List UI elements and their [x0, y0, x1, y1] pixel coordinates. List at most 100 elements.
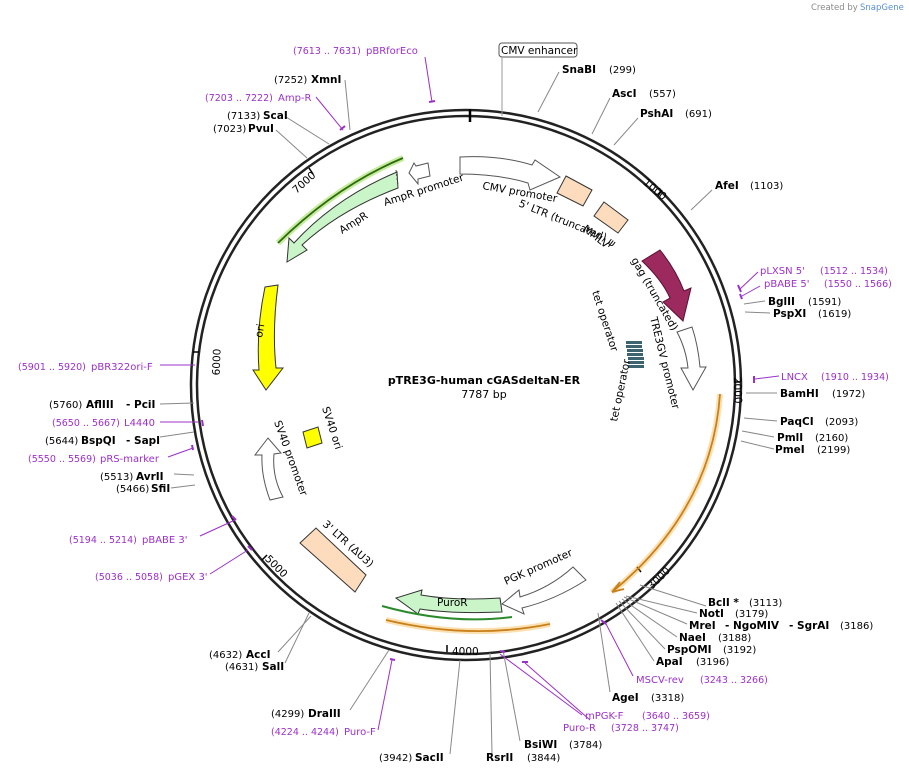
site-bsiwi-pos: (3784) — [569, 740, 602, 751]
site-pspomi: PspOMI — [667, 644, 712, 656]
tet-operator-label-1: tet operator — [589, 289, 620, 353]
primer-plxsn5: pLXSN 5' — [760, 266, 805, 277]
mmlv-psi-feature[interactable] — [593, 201, 629, 234]
plasmid-name: pTRE3G-human cGASdeltaN-ER — [388, 374, 581, 387]
site-pcii: - PciI — [126, 399, 155, 411]
site-paqci-pos: (2093) — [825, 417, 858, 428]
site-bspqi-pos: (5644) — [45, 436, 78, 447]
site-sfii: SfiI — [151, 483, 170, 495]
site-pmli-pos: (2160) — [815, 433, 848, 444]
site-apai: ApaI — [656, 656, 683, 668]
site-afei-pos: (1103) — [750, 181, 783, 192]
site-paqci: PaqCI — [780, 416, 814, 428]
site-draiii: DraIII — [308, 708, 341, 720]
ori-feature[interactable] — [252, 284, 285, 391]
site-sapi: - SapI — [126, 435, 160, 447]
primer-leaders — [160, 56, 780, 731]
primer-amp-r: Amp-R — [278, 93, 312, 104]
site-snabi-pos: (299) — [609, 65, 636, 76]
site-xmni-pos: (7252) — [274, 75, 307, 86]
site-sacii-pos: (3942) — [379, 753, 412, 764]
site-naei-pos: (3188) — [718, 633, 751, 644]
site-sali: SalI — [262, 661, 284, 673]
site-sacii: SacII — [415, 752, 444, 764]
sv40-promoter-arrow[interactable] — [253, 437, 284, 501]
ltr5-feature[interactable] — [556, 175, 593, 207]
site-pmli: PmlI — [777, 432, 803, 444]
site-pvui: PvuI — [248, 123, 274, 135]
orf2-arc[interactable] — [385, 619, 551, 633]
tre3gv-promoter-arrow[interactable] — [676, 326, 707, 392]
backbone — [189, 108, 743, 662]
primer-pbabe3: pBABE 3' — [142, 535, 188, 546]
site-bcli-pos: (3113) — [749, 598, 782, 609]
primer-mscv-rev: MSCV-rev — [636, 675, 684, 686]
orf-arc[interactable] — [611, 393, 721, 593]
orf-glow — [610, 393, 723, 595]
site-snabi: SnaBI — [562, 64, 596, 76]
site-acci-pos: (4632) — [209, 650, 242, 661]
site-rsrii: RsrII — [486, 752, 513, 764]
site-bglii-pos: (1591) — [808, 297, 841, 308]
puror-label: PuroR — [437, 597, 468, 609]
site-avrii: AvrII — [136, 471, 164, 483]
tick-6000: 6000 — [211, 348, 224, 375]
primer-pgex3: pGEX 3' — [168, 572, 208, 583]
tet-operator-block — [626, 341, 644, 368]
ampr-orf-arc[interactable] — [277, 157, 404, 244]
cmv-enhancer-label: CMV enhancer — [501, 45, 578, 57]
primer-pbrforeco: pBRforEco — [366, 46, 418, 57]
primer-lncx-range: (1910 .. 1934) — [821, 372, 889, 383]
site-bsiwi: BsiWI — [524, 739, 557, 751]
primer-pbabe5: pBABE 5' — [764, 279, 810, 290]
ltr3-feature[interactable] — [299, 527, 367, 593]
site-apai-pos: (3196) — [696, 657, 729, 668]
primer-pbabe3-range: (5194 .. 5214) — [69, 535, 137, 546]
primer-l4440-range: (5650 .. 5667) — [52, 418, 120, 429]
site-avrii-pos: (5513) — [100, 472, 133, 483]
site-pspomi-pos: (3192) — [723, 645, 756, 656]
primer-lncx: LNCX — [781, 372, 808, 383]
site-xmni: XmnI — [311, 74, 341, 86]
site-acci: AccI — [246, 649, 270, 661]
site-asci-pos: (557) — [649, 89, 676, 100]
tet-operator-label-2: tet operator — [608, 358, 633, 423]
gag-feature[interactable] — [641, 249, 692, 322]
primer-amp-r-range: (7203 .. 7222) — [205, 93, 273, 104]
primer-prs-marker: pRS-marker — [100, 454, 160, 465]
site-sgrai-pos: (3186) — [840, 621, 873, 632]
site-agei-pos: (3318) — [651, 693, 684, 704]
primer-plxsn5-range: (1512 .. 1534) — [820, 266, 888, 277]
primer-prs-marker-range: (5550 .. 5569) — [28, 454, 96, 465]
sv40-ori-feature[interactable] — [302, 426, 323, 449]
primer-pgex3-range: (5036 .. 5058) — [95, 572, 163, 583]
primer-l4440: L4440 — [124, 418, 155, 429]
site-sgrai: - SgrAI — [789, 620, 829, 632]
site-agei: AgeI — [612, 692, 639, 704]
primer-puro-f-range: (4224 .. 4244) — [271, 727, 339, 738]
primer-puro-f: Puro-F — [344, 727, 376, 738]
snapgene-logo: SnapGene — [860, 3, 904, 13]
primer-pbr322ori-f-range: (5901 .. 5920) — [18, 362, 86, 373]
cmv-promoter-arrow[interactable] — [459, 156, 562, 191]
primer-mscv-rev-range: (3243 .. 3266) — [700, 675, 768, 686]
site-leaders — [159, 71, 778, 755]
tick-2000: 2000 — [731, 377, 744, 404]
site-sali-pos: (4631) — [225, 662, 258, 673]
site-bglii: BglII — [768, 296, 795, 308]
sv40-ori-label: SV40 ori — [319, 405, 344, 451]
tick-1000: 1000 — [640, 177, 668, 203]
site-naei: NaeI — [679, 632, 706, 644]
site-bamhi-pos: (1972) — [832, 389, 865, 400]
site-ngomiv: - NgoMIV — [725, 620, 780, 632]
ampr-feature[interactable] — [286, 171, 399, 263]
primer-puro-r: Puro-R — [563, 723, 596, 734]
pgk-promoter-arrow[interactable] — [501, 566, 587, 615]
primer-pbr322ori-f: pBR322ori-F — [91, 362, 153, 373]
site-draiii-pos: (4299) — [271, 709, 304, 720]
site-bamhi: BamHI — [780, 388, 819, 400]
orf-arrowhead — [611, 581, 625, 593]
tick-4000: 4000 — [452, 646, 479, 658]
ampr-promoter-arrow[interactable] — [408, 162, 431, 186]
site-asci: AscI — [612, 88, 637, 100]
